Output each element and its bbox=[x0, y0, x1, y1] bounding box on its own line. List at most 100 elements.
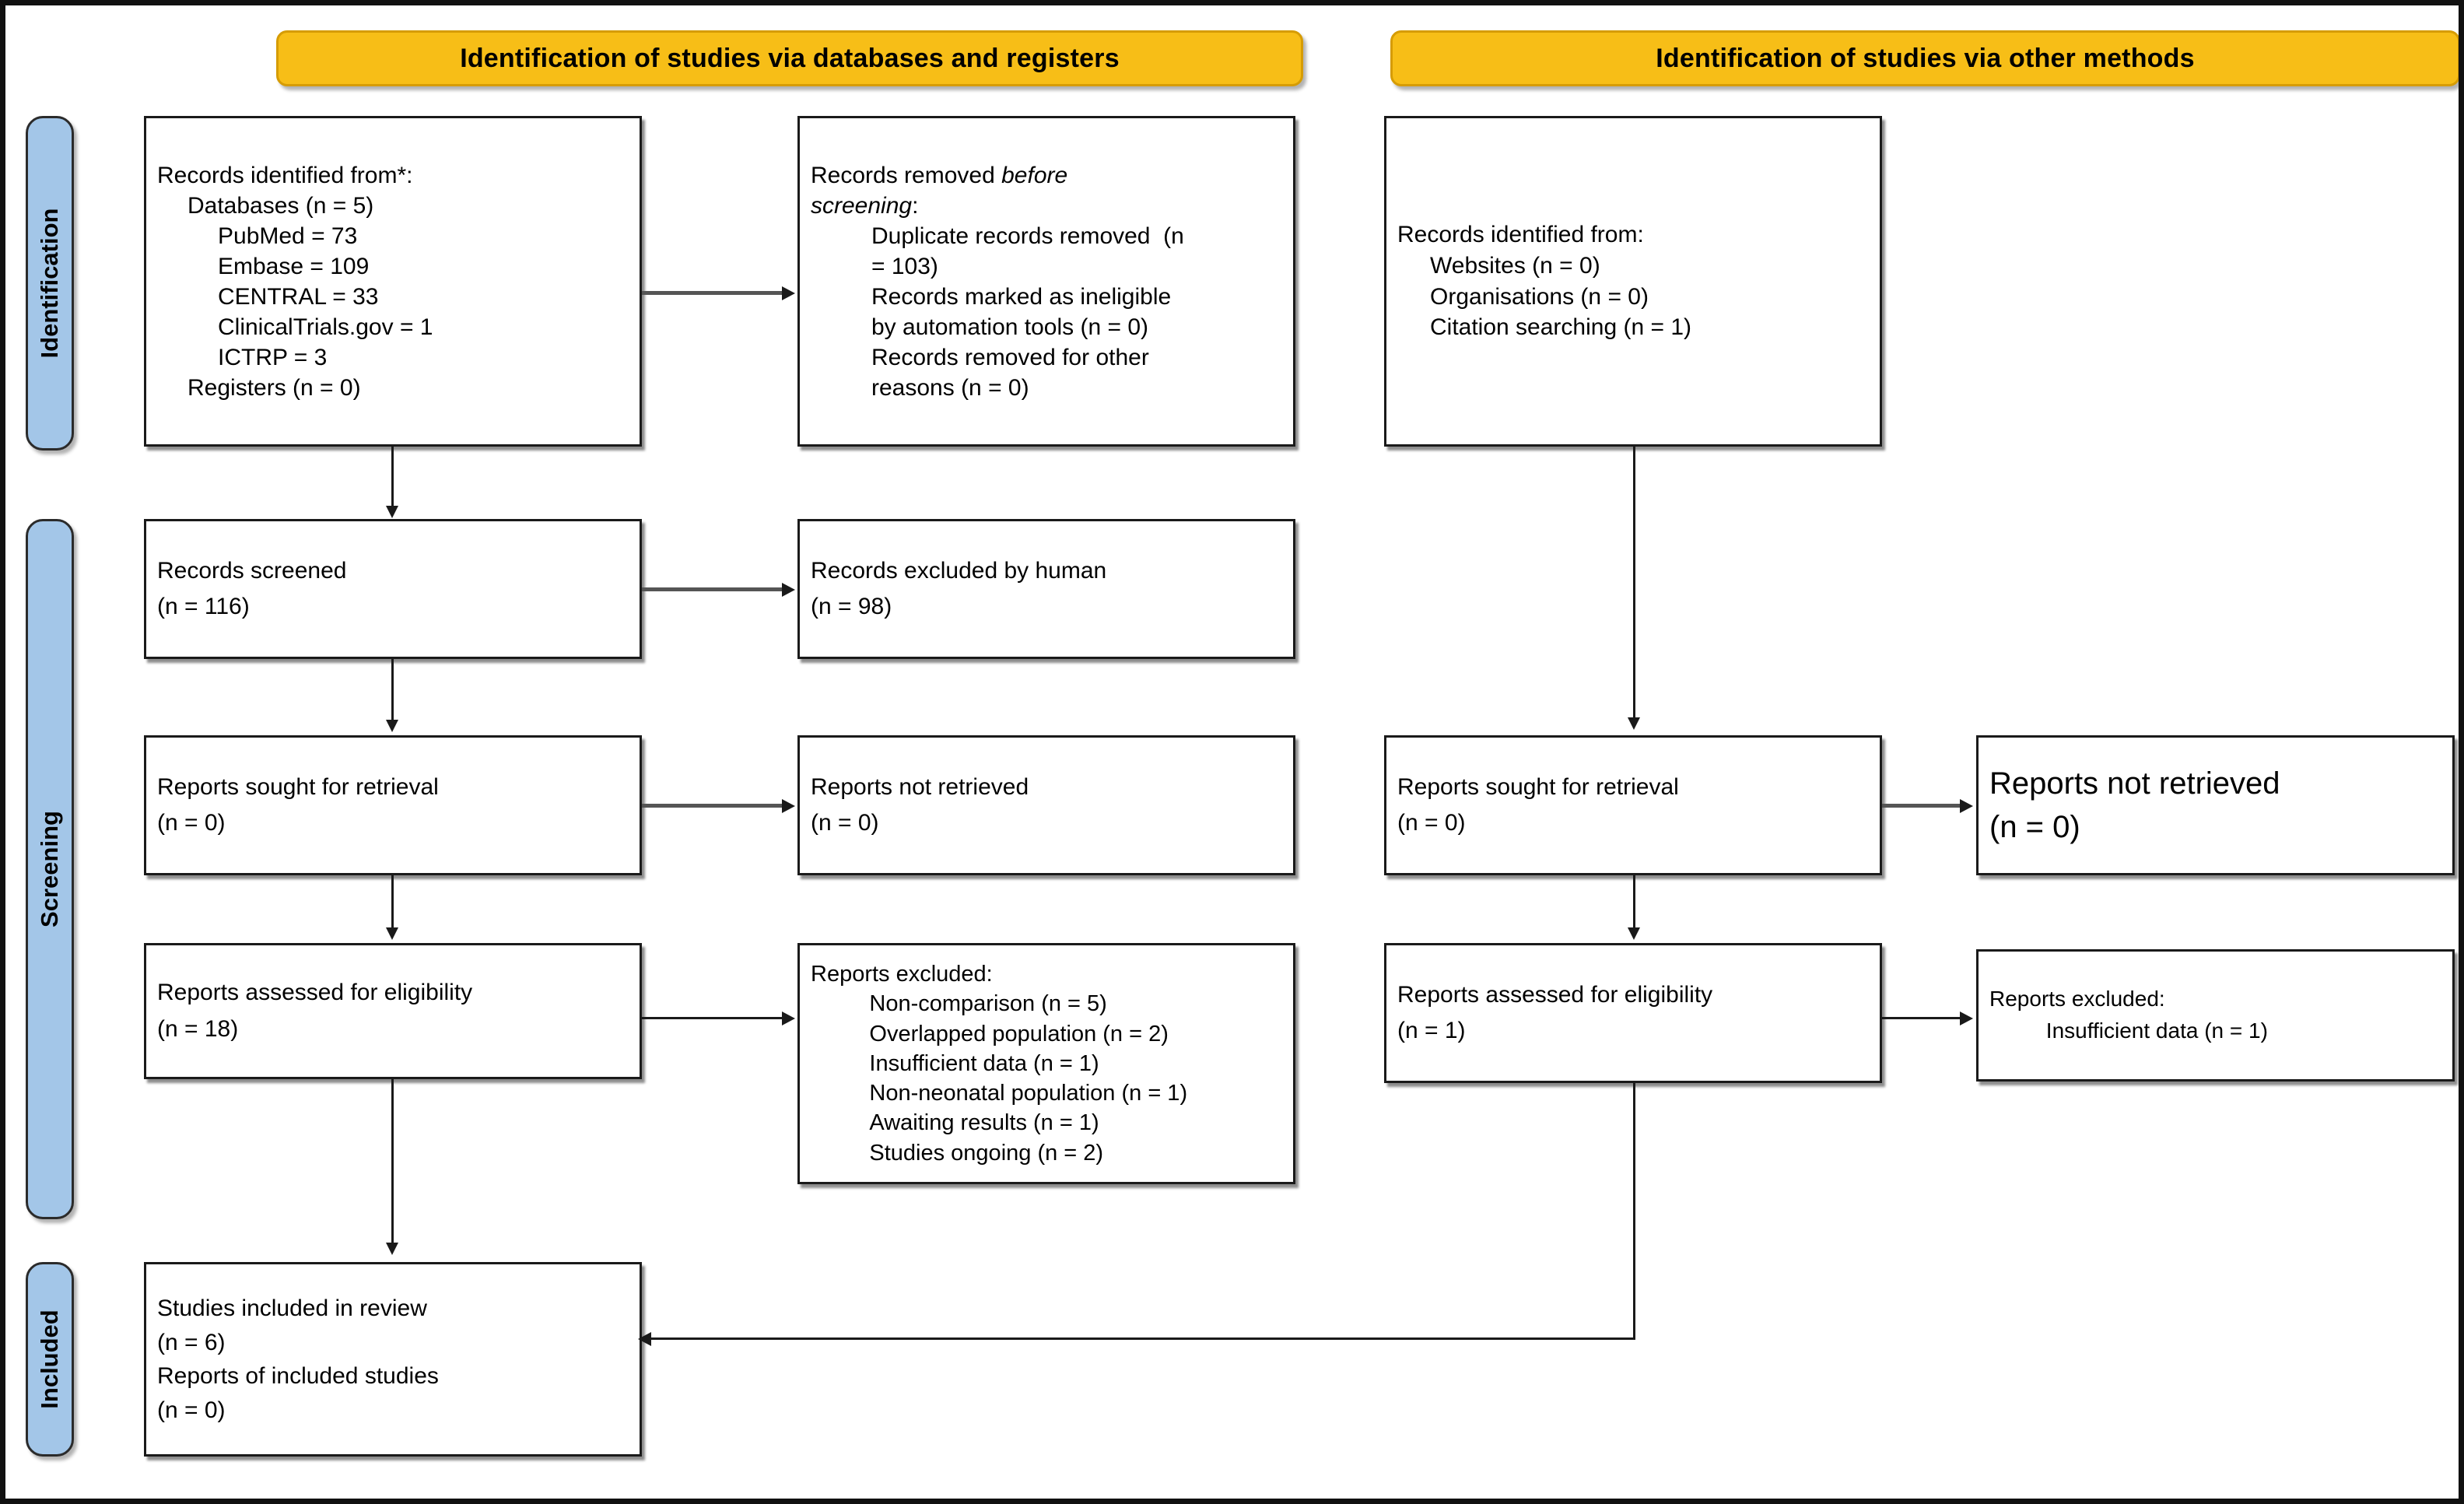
arrowhead-screened-to-excluded bbox=[782, 583, 795, 597]
ri-line-6: ClinicalTrials.gov = 1 bbox=[218, 314, 433, 340]
connector-screened-to-excluded bbox=[642, 587, 783, 591]
rnrr-line-2: (n = 0) bbox=[1989, 810, 2080, 844]
stage-label-screening: Screening bbox=[26, 519, 74, 1219]
arrowhead-sought-to-notretrieved-left bbox=[782, 799, 795, 813]
si-line-4: (n = 0) bbox=[157, 1397, 226, 1423]
rsr-line-1: Reports sought for retrieval bbox=[1397, 773, 1679, 800]
box-reports-not-retrieved-right: Reports not retrieved (n = 0) bbox=[1976, 735, 2455, 875]
connector-assessed-right-elbow-vertical bbox=[1633, 1083, 1635, 1340]
arrowhead-assessed-to-included bbox=[386, 1243, 398, 1255]
box-reports-assessed-left: Reports assessed for eligibility (n = 18… bbox=[144, 943, 642, 1079]
rio-line-3: Organisations (n = 0) bbox=[1430, 283, 1649, 310]
arrowhead-sought-to-notretrieved-right bbox=[1960, 799, 1973, 813]
ri-line-1: Records identified from*: bbox=[157, 162, 413, 188]
ri-line-7: ICTRP = 3 bbox=[218, 344, 328, 370]
box-records-identified-other: Records identified from: Websites (n = 0… bbox=[1384, 116, 1882, 447]
connector-sought-to-assessed-right bbox=[1633, 875, 1635, 930]
rar-line-2: (n = 1) bbox=[1397, 1018, 1466, 1043]
rr-line-1: Records removed before bbox=[811, 160, 1282, 191]
rio-line-1: Records identified from: bbox=[1397, 222, 1644, 248]
rio-line-4: Citation searching (n = 1) bbox=[1430, 314, 1692, 341]
stage-label-identification: Identification bbox=[26, 116, 74, 450]
stage-screening-text: Screening bbox=[36, 811, 63, 927]
rio-line-2: Websites (n = 0) bbox=[1430, 252, 1600, 279]
si-line-2: (n = 6) bbox=[157, 1329, 226, 1355]
rsl-line-2: (n = 0) bbox=[157, 810, 226, 836]
arrowhead-identified-other-to-sought bbox=[1628, 717, 1640, 730]
ri-line-4: Embase = 109 bbox=[218, 253, 370, 279]
banner-databases-registers: Identification of studies via databases … bbox=[276, 30, 1303, 86]
rsr-line-2: (n = 0) bbox=[1397, 810, 1466, 836]
arrowhead-assessed-to-excluded-left bbox=[782, 1011, 795, 1025]
rel-line-1: Reports excluded: bbox=[811, 962, 993, 987]
rar-line-1: Reports assessed for eligibility bbox=[1397, 981, 1713, 1008]
box-reports-assessed-right: Reports assessed for eligibility (n = 1) bbox=[1384, 943, 1882, 1083]
connector-assessed-right-elbow-horizontal bbox=[651, 1337, 1635, 1340]
rr-line-4: = 103) bbox=[871, 253, 938, 279]
banner-other-label: Identification of studies via other meth… bbox=[1656, 43, 2195, 73]
connector-identified-to-removed bbox=[642, 291, 783, 295]
arrowhead-sought-to-assessed-right bbox=[1628, 927, 1640, 940]
rr-l2b: : bbox=[912, 192, 919, 219]
ri-line-5: CENTRAL = 33 bbox=[218, 283, 379, 310]
rr-line-3: Duplicate records removed (n bbox=[871, 223, 1184, 249]
stage-label-included: Included bbox=[26, 1262, 74, 1457]
arrowhead-identified-to-removed bbox=[782, 286, 795, 300]
rs-line-1: Records screened bbox=[157, 557, 347, 584]
rsl-line-1: Reports sought for retrieval bbox=[157, 773, 439, 800]
box-records-excluded-by-human: Records excluded by human (n = 98) bbox=[797, 519, 1295, 659]
connector-sought-to-notretrieved-right bbox=[1882, 804, 1960, 808]
arrowhead-sought-to-assessed-left bbox=[386, 927, 398, 940]
rnrl-line-2: (n = 0) bbox=[811, 810, 879, 836]
rr-line-2: screening: bbox=[811, 191, 1282, 221]
box-studies-included: Studies included in review (n = 6) Repor… bbox=[144, 1262, 642, 1457]
box-records-identified-databases: Records identified from*: Databases (n =… bbox=[144, 116, 642, 447]
box-reports-not-retrieved-left: Reports not retrieved (n = 0) bbox=[797, 735, 1295, 875]
arrowhead-elbow-to-included bbox=[638, 1332, 651, 1346]
stage-included-text: Included bbox=[36, 1309, 63, 1409]
rel-line-4: Insufficient data (n = 1) bbox=[869, 1050, 1099, 1076]
rnrr-line-1: Reports not retrieved bbox=[1989, 766, 2280, 801]
rr-line-5: Records marked as ineligible bbox=[871, 283, 1172, 310]
rel-line-2: Non-comparison (n = 5) bbox=[869, 991, 1107, 1017]
box-reports-sought-right: Reports sought for retrieval (n = 0) bbox=[1384, 735, 1882, 875]
rr-line-8: reasons (n = 0) bbox=[871, 374, 1029, 401]
rel-line-3: Overlapped population (n = 2) bbox=[869, 1021, 1169, 1046]
connector-sought-to-assessed-left bbox=[391, 875, 394, 930]
rs-line-2: (n = 116) bbox=[157, 594, 250, 619]
rr-line-6: by automation tools (n = 0) bbox=[871, 314, 1149, 340]
connector-assessed-to-excluded-left bbox=[642, 1017, 783, 1019]
re-line-1: Records excluded by human bbox=[811, 557, 1107, 584]
rr-l1a: Records removed bbox=[811, 162, 1002, 188]
rel-line-5: Non-neonatal population (n = 1) bbox=[869, 1081, 1188, 1106]
connector-assessed-to-excluded-right bbox=[1882, 1017, 1960, 1019]
box-records-removed-before-screening: Records removed before screening: Duplic… bbox=[797, 116, 1295, 447]
ri-line-8: Registers (n = 0) bbox=[188, 374, 361, 401]
connector-screened-to-sought bbox=[391, 659, 394, 721]
banner-databases-label: Identification of studies via databases … bbox=[460, 43, 1120, 73]
rel-line-6: Awaiting results (n = 1) bbox=[869, 1110, 1099, 1136]
ri-line-3: PubMed = 73 bbox=[218, 223, 358, 249]
si-line-3: Reports of included studies bbox=[157, 1363, 439, 1389]
connector-sought-to-notretrieved-left bbox=[642, 804, 783, 808]
box-records-screened: Records screened (n = 116) bbox=[144, 519, 642, 659]
rer-line-2: Insufficient data (n = 1) bbox=[2045, 1018, 2268, 1043]
arrowhead-identified-to-screened bbox=[386, 506, 398, 518]
connector-identified-to-screened bbox=[391, 447, 394, 507]
rr-l2: screening bbox=[811, 192, 913, 219]
rr-line-7: Records removed for other bbox=[871, 344, 1149, 370]
si-line-1: Studies included in review bbox=[157, 1295, 427, 1321]
rel-line-7: Studies ongoing (n = 2) bbox=[869, 1140, 1104, 1166]
ri-line-2: Databases (n = 5) bbox=[188, 192, 374, 219]
ral-line-2: (n = 18) bbox=[157, 1015, 239, 1042]
connector-assessed-to-included bbox=[391, 1079, 394, 1245]
rr-l1b: before bbox=[1001, 162, 1068, 188]
arrowhead-screened-to-sought bbox=[386, 720, 398, 732]
ral-line-1: Reports assessed for eligibility bbox=[157, 980, 473, 1005]
box-reports-sought-left: Reports sought for retrieval (n = 0) bbox=[144, 735, 642, 875]
rnrl-line-1: Reports not retrieved bbox=[811, 773, 1029, 800]
connector-identified-other-to-sought bbox=[1633, 447, 1635, 719]
box-reports-excluded-left: Reports excluded: Non-comparison (n = 5)… bbox=[797, 943, 1295, 1184]
rer-line-1: Reports excluded: bbox=[1989, 987, 2165, 1011]
